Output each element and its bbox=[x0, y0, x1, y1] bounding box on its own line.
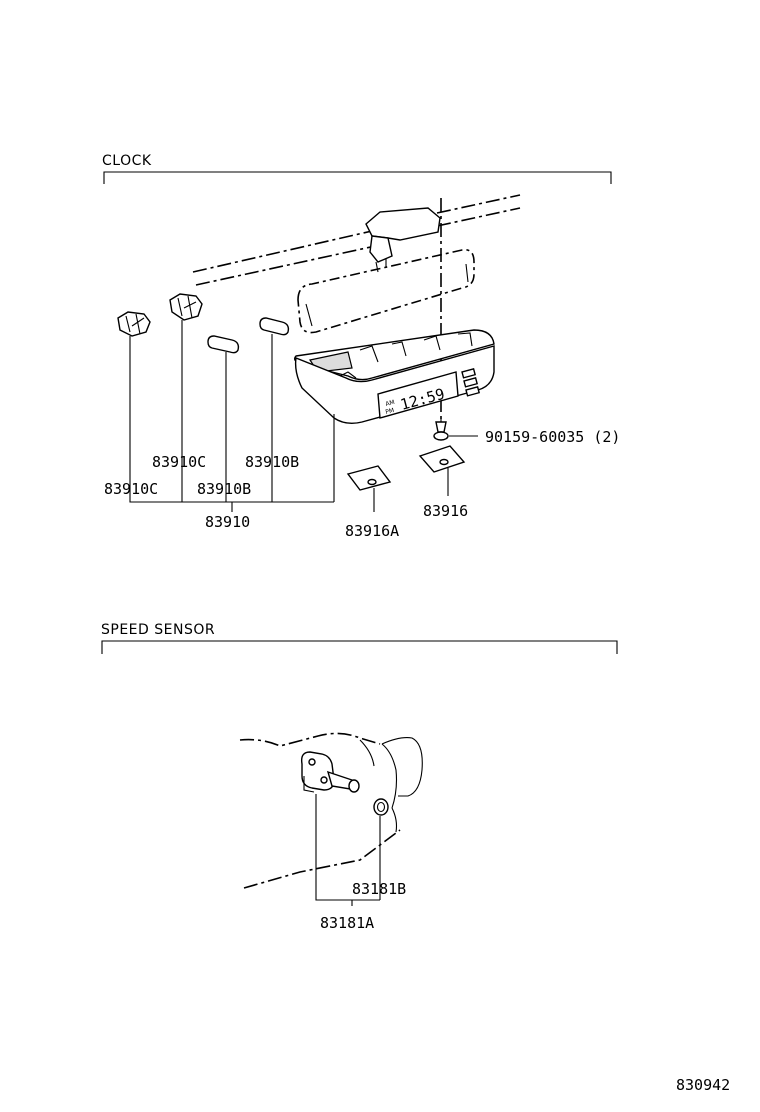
display-am: AM bbox=[385, 399, 396, 408]
roof-line bbox=[192, 194, 521, 286]
clip-plate-83916a-icon bbox=[346, 465, 392, 491]
bulb-socket-left-icon bbox=[117, 311, 151, 337]
screw-icon bbox=[433, 418, 449, 441]
o-ring-icon bbox=[373, 798, 389, 816]
clock-leader-lines bbox=[129, 320, 335, 512]
clip-plate-83916-icon bbox=[418, 445, 466, 473]
label-83910b-lower: 83910B bbox=[197, 480, 251, 498]
clock-button-reset bbox=[465, 386, 481, 397]
label-83181b: 83181B bbox=[352, 880, 406, 898]
sensor-leader-lines bbox=[315, 794, 381, 906]
section-title-speed-sensor: SPEED SENSOR bbox=[101, 622, 215, 638]
bulb-left-icon bbox=[207, 335, 240, 354]
section-title-clock: CLOCK bbox=[102, 153, 152, 169]
mounting-bracket bbox=[365, 207, 441, 273]
bulb-right-icon bbox=[259, 317, 290, 336]
section-bracket-clock bbox=[103, 171, 612, 184]
transmission-housing bbox=[239, 732, 423, 889]
clock-button-m bbox=[463, 377, 479, 388]
label-83916a: 83916A bbox=[345, 522, 399, 540]
label-83910c-lower: 83910C bbox=[104, 480, 158, 498]
speed-sensor-icon bbox=[300, 751, 360, 793]
label-90159-60035: 90159-60035 (2) bbox=[485, 428, 620, 446]
label-83910: 83910 bbox=[205, 513, 250, 531]
section-bracket-speed-sensor bbox=[101, 640, 618, 654]
figure-number: 830942 bbox=[676, 1076, 730, 1094]
bulb-socket-right-icon bbox=[169, 293, 203, 321]
display-pm: PM bbox=[385, 407, 395, 416]
label-83910c-upper: 83910C bbox=[152, 453, 206, 471]
clock-button-h bbox=[461, 368, 477, 379]
clock-housing: AM PM 12:59 bbox=[293, 329, 495, 425]
label-83181a: 83181A bbox=[320, 914, 374, 932]
label-83910b-upper: 83910B bbox=[245, 453, 299, 471]
label-83916: 83916 bbox=[423, 502, 468, 520]
